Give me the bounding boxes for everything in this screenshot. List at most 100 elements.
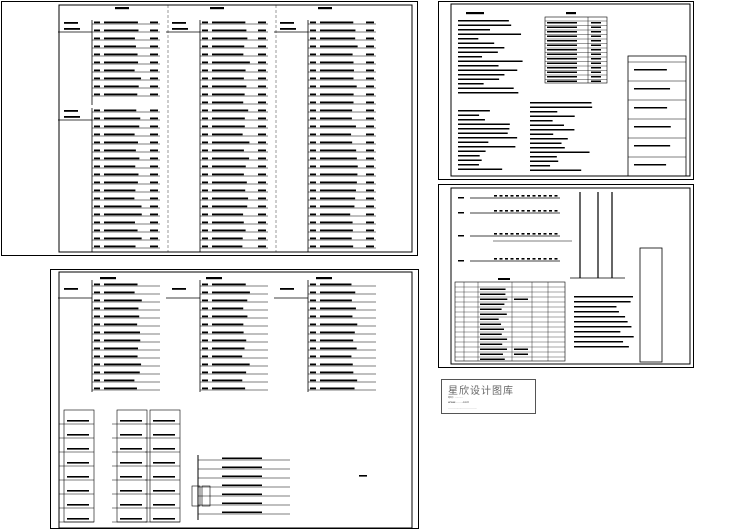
circuit-spec-label: [104, 85, 139, 88]
circuit-load-label: [366, 221, 374, 224]
breaker-label: [94, 339, 100, 342]
meter-box-label: [120, 490, 142, 492]
meter-box-label: [120, 476, 142, 478]
riser-device-mark: [516, 195, 519, 197]
switch-box: [191, 485, 201, 507]
circuit-load-label: [150, 133, 158, 136]
floor-label: [458, 235, 464, 237]
circuit-spec-label: [104, 371, 140, 374]
breaker-label: [202, 125, 208, 128]
breaker-label: [202, 197, 208, 200]
circuit-spec-label: [212, 291, 250, 294]
breaker-label: [310, 315, 316, 318]
circuit-spec-label: [320, 283, 352, 286]
circuit-load-label: [258, 37, 266, 40]
breaker-label: [94, 229, 100, 232]
title-block-text: [634, 126, 671, 128]
riser-device-mark: [521, 258, 525, 260]
circuit-spec-label: [320, 315, 353, 318]
circuit-load-label: [150, 21, 158, 24]
riser-device-mark: [549, 258, 552, 260]
note-text-line: [458, 69, 518, 71]
circuit-load-label: [258, 53, 266, 56]
riser-note-line: [574, 346, 629, 348]
circuit-spec-label: [212, 189, 246, 192]
riser-device-mark: [538, 210, 541, 212]
circuit-spec-label: [320, 109, 353, 112]
breaker-label: [94, 181, 100, 184]
note-text-line: [530, 160, 559, 162]
circuit-load-label: [258, 117, 266, 120]
circuit-spec-label: [104, 133, 135, 136]
column-heading: [115, 7, 129, 10]
breaker-label: [202, 347, 208, 350]
breaker-label: [94, 37, 100, 40]
breaker-label: [202, 93, 208, 96]
circuit-spec-label: [320, 45, 358, 48]
riser-device-mark: [505, 233, 508, 235]
panel-capacity-label: [280, 28, 296, 30]
equipment-name: [480, 338, 508, 340]
column-heading: [210, 7, 224, 10]
circuit-load-label: [258, 61, 266, 64]
breaker-label: [202, 165, 208, 168]
circuit-spec-label: [212, 331, 244, 334]
riser-device-mark: [510, 233, 514, 235]
riser-note-line: [574, 301, 631, 303]
legend-item-code: [591, 58, 601, 60]
circuit-load-label: [258, 149, 266, 152]
equipment-model: [514, 353, 528, 355]
legend-item-code: [591, 26, 601, 28]
breaker-label: [94, 213, 100, 216]
breaker-label: [202, 77, 208, 80]
circuit-load-label: [258, 85, 266, 88]
circuit-load-label: [150, 197, 158, 200]
breaker-label: [310, 173, 316, 176]
breaker-label: [310, 347, 316, 350]
riser-note-line: [574, 306, 617, 308]
equipment-name: [480, 323, 502, 325]
breaker-label: [94, 387, 100, 390]
circuit-load-label: [258, 29, 266, 32]
riser-note-line: [574, 341, 624, 343]
note-text-line: [458, 24, 512, 26]
riser-note-line: [574, 326, 632, 328]
breaker-label: [310, 291, 316, 294]
breaker-label: [202, 85, 208, 88]
breaker-label: [310, 299, 316, 302]
note-text-line: [458, 47, 505, 49]
circuit-spec-label: [104, 181, 138, 184]
circuit-spec-label: [104, 61, 139, 64]
breaker-label: [202, 205, 208, 208]
panel-capacity-label: [64, 116, 80, 118]
watermark-title: 星欣设计图库: [448, 386, 514, 397]
breaker-label: [310, 363, 316, 366]
riser-device-mark: [510, 258, 514, 260]
circuit-spec-label: [104, 323, 138, 326]
circuit-spec-label: [104, 37, 135, 40]
sheet2-drawing: [458, 12, 686, 171]
circuit-spec-label: [320, 77, 354, 80]
note-text-line: [458, 38, 479, 40]
circuit-spec-label: [320, 371, 354, 374]
circuit-load-label: [150, 189, 158, 192]
breaker-label: [202, 237, 208, 240]
legend-item-label: [547, 53, 577, 55]
panel-capacity-label: [172, 28, 188, 30]
riser-device-mark: [516, 258, 519, 260]
note-text-line: [458, 87, 514, 89]
breaker-label: [94, 133, 100, 136]
breaker-label: [310, 133, 316, 136]
circuit-load-label: [366, 21, 374, 24]
note-text-line: [458, 168, 503, 170]
meter-box-label: [153, 476, 175, 478]
circuit-spec-label: [212, 45, 245, 48]
breaker-label: [310, 331, 316, 334]
riser-device-mark: [527, 233, 530, 235]
breaker-label: [310, 323, 316, 326]
breaker-label: [202, 331, 208, 334]
circuit-load-label: [150, 29, 158, 32]
circuit-spec-label: [212, 299, 248, 302]
breaker-label: [310, 53, 316, 56]
breaker-label: [94, 173, 100, 176]
